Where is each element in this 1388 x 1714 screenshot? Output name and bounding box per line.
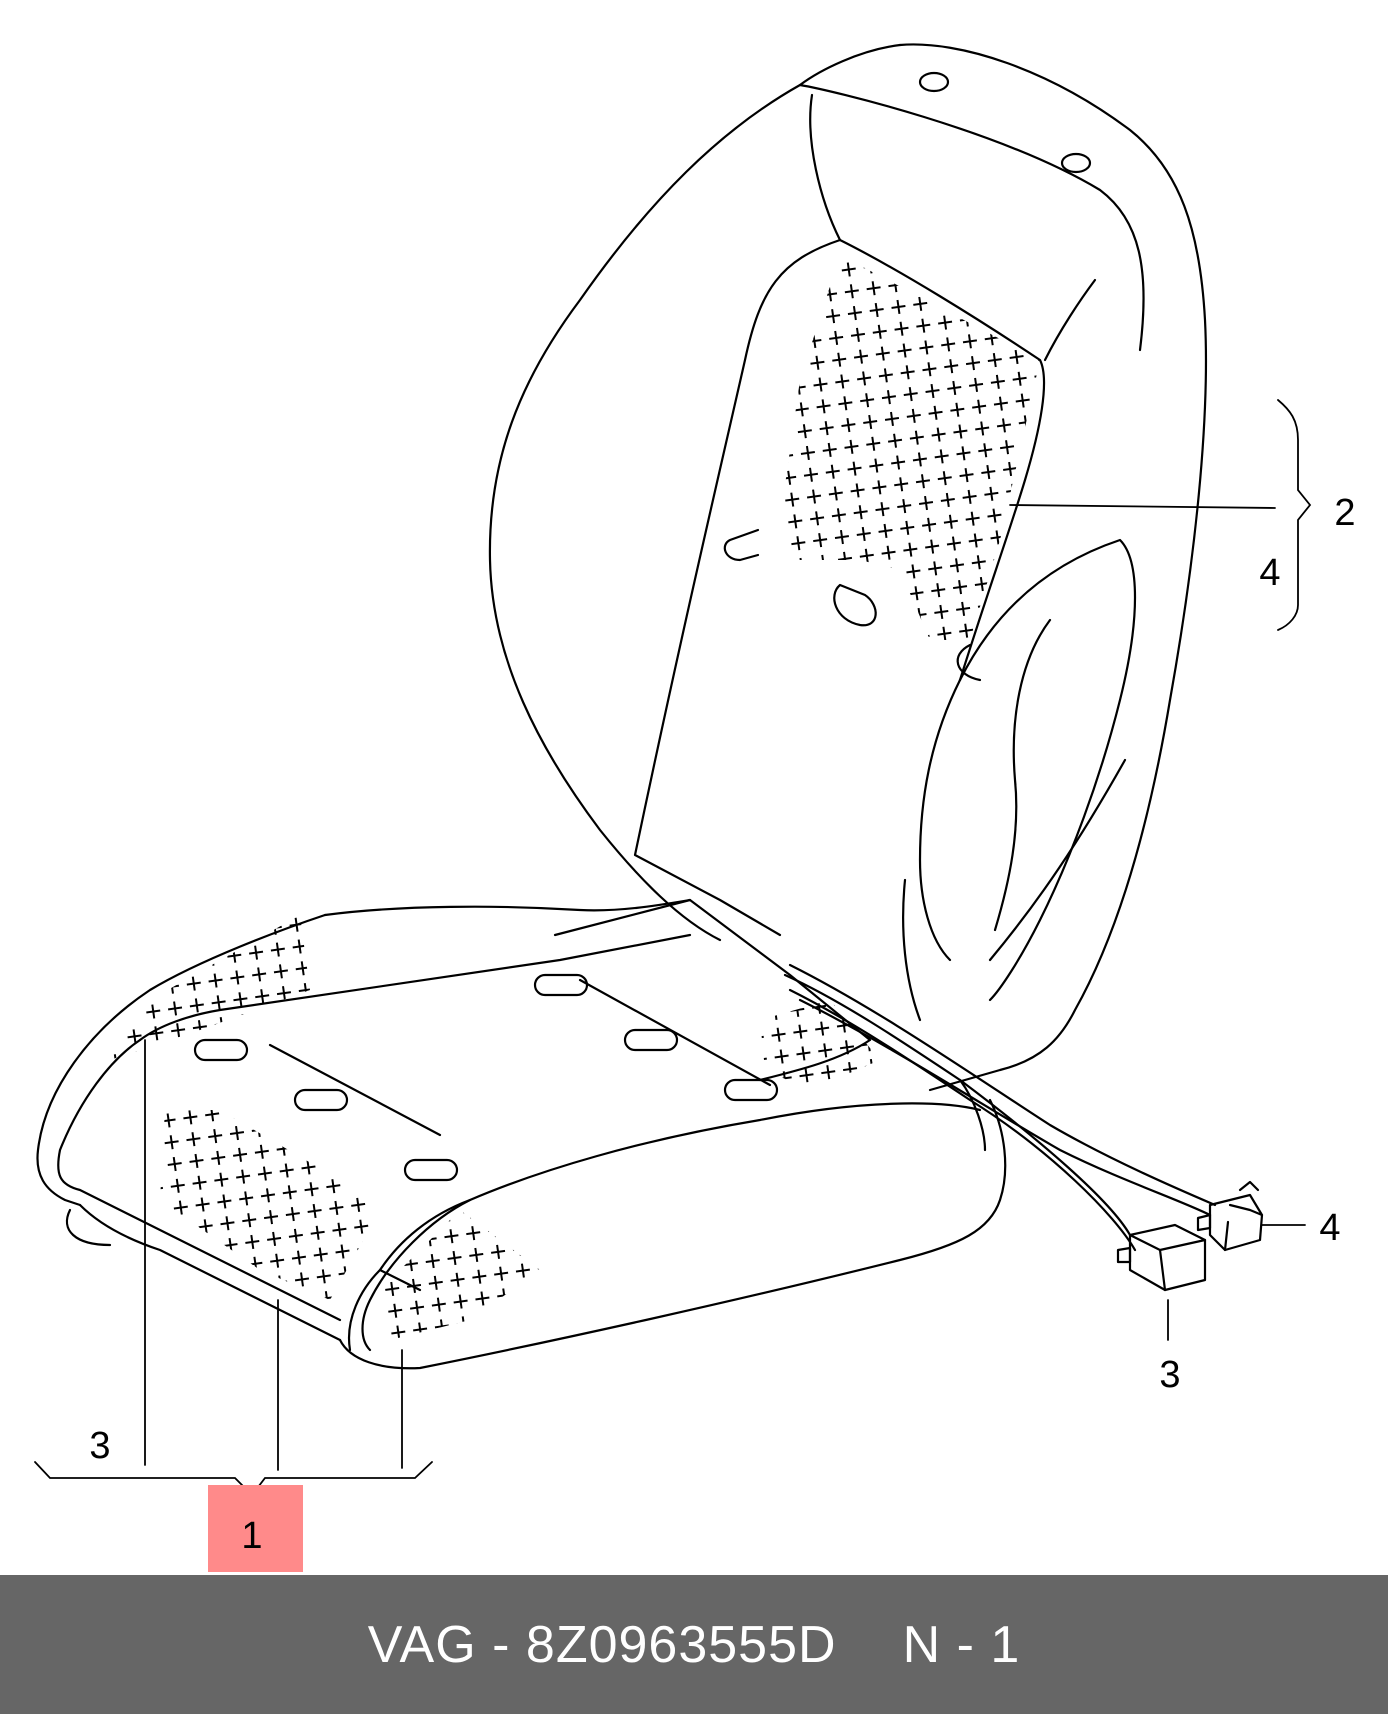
seat-cushion-illustration (36, 898, 1007, 1370)
callout-4-bracket: 4 (1259, 552, 1280, 594)
quantity-label: N - 1 (902, 1615, 1021, 1674)
seat-heating-diagram: 1 2 4 4 3 3 (34, 43, 1356, 1572)
connector-plug (1116, 1180, 1264, 1292)
wiring-harness (783, 963, 1217, 1252)
part-footer: VAG - 8Z0963555D N - 1 (0, 1575, 1388, 1714)
callout-3-connector: 3 (1159, 1354, 1180, 1396)
part-number: VAG - 8Z0963555D (367, 1615, 837, 1674)
callout-4-connector: 4 (1319, 1207, 1340, 1249)
callout-2: 2 (1334, 492, 1355, 534)
seat-backrest-illustration (488, 43, 1208, 1092)
callout-1: 1 (241, 1515, 262, 1557)
callout-leaders (34, 399, 1312, 1497)
callout-3-left: 3 (89, 1425, 110, 1467)
highlight-item-1 (208, 1485, 303, 1572)
